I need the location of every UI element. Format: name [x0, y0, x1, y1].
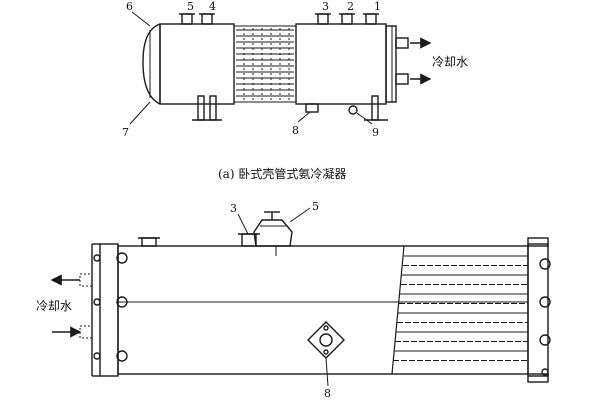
- right-shell: [295, 23, 387, 105]
- bolt: [539, 296, 551, 308]
- callout-2: 2: [347, 0, 354, 13]
- water-outlet-nozzle: [395, 37, 409, 49]
- bolt: [539, 258, 551, 270]
- nozzle-2: [341, 13, 353, 25]
- support-left: [197, 95, 205, 121]
- callout-7: 7: [122, 126, 129, 139]
- bottom-coolant-label: 冷却水: [36, 299, 72, 313]
- bottom-callout-3: 3: [230, 202, 237, 215]
- drain-nozzle-9: [348, 105, 358, 115]
- top-callouts: 1 2 3 4 5 6 7 8 9: [122, 0, 381, 139]
- bottom-valve-5: [253, 219, 293, 247]
- bolt: [116, 350, 128, 362]
- bottom-callout-8: 8: [324, 387, 331, 400]
- bottom-tube-bundle: [393, 255, 528, 361]
- nozzle-1: [365, 13, 377, 25]
- bottom-right-head: [527, 243, 549, 377]
- callout-8: 8: [292, 124, 299, 137]
- bottom-callout-5: 5: [312, 200, 319, 213]
- support-right: [371, 95, 379, 121]
- drain-nozzle-8: [305, 103, 319, 113]
- tube-bundle-cutaway: [233, 25, 297, 103]
- bottom-condenser: [50, 207, 551, 387]
- callout-3: 3: [322, 0, 329, 13]
- nozzle-5: [181, 13, 193, 25]
- callout-4: 4: [209, 0, 216, 13]
- top-caption: (a) 卧式壳管式氨冷凝器: [218, 166, 346, 181]
- right-head: [385, 25, 397, 103]
- left-head: [142, 23, 161, 105]
- callout-9: 9: [372, 126, 379, 139]
- bolt: [116, 252, 128, 264]
- bottom-flange-8: [307, 321, 345, 359]
- water-inlet-nozzle: [395, 73, 409, 85]
- callout-5: 5: [187, 0, 194, 13]
- nozzle-4: [201, 13, 213, 25]
- left-shell: [159, 23, 235, 105]
- top-condenser: [129, 11, 432, 125]
- bottom-left-flange: [99, 243, 119, 377]
- callout-6: 6: [126, 0, 133, 13]
- top-coolant-label: 冷却水: [432, 55, 468, 69]
- bolt: [539, 334, 551, 346]
- callout-1: 1: [374, 0, 381, 13]
- nozzle-3: [317, 13, 329, 25]
